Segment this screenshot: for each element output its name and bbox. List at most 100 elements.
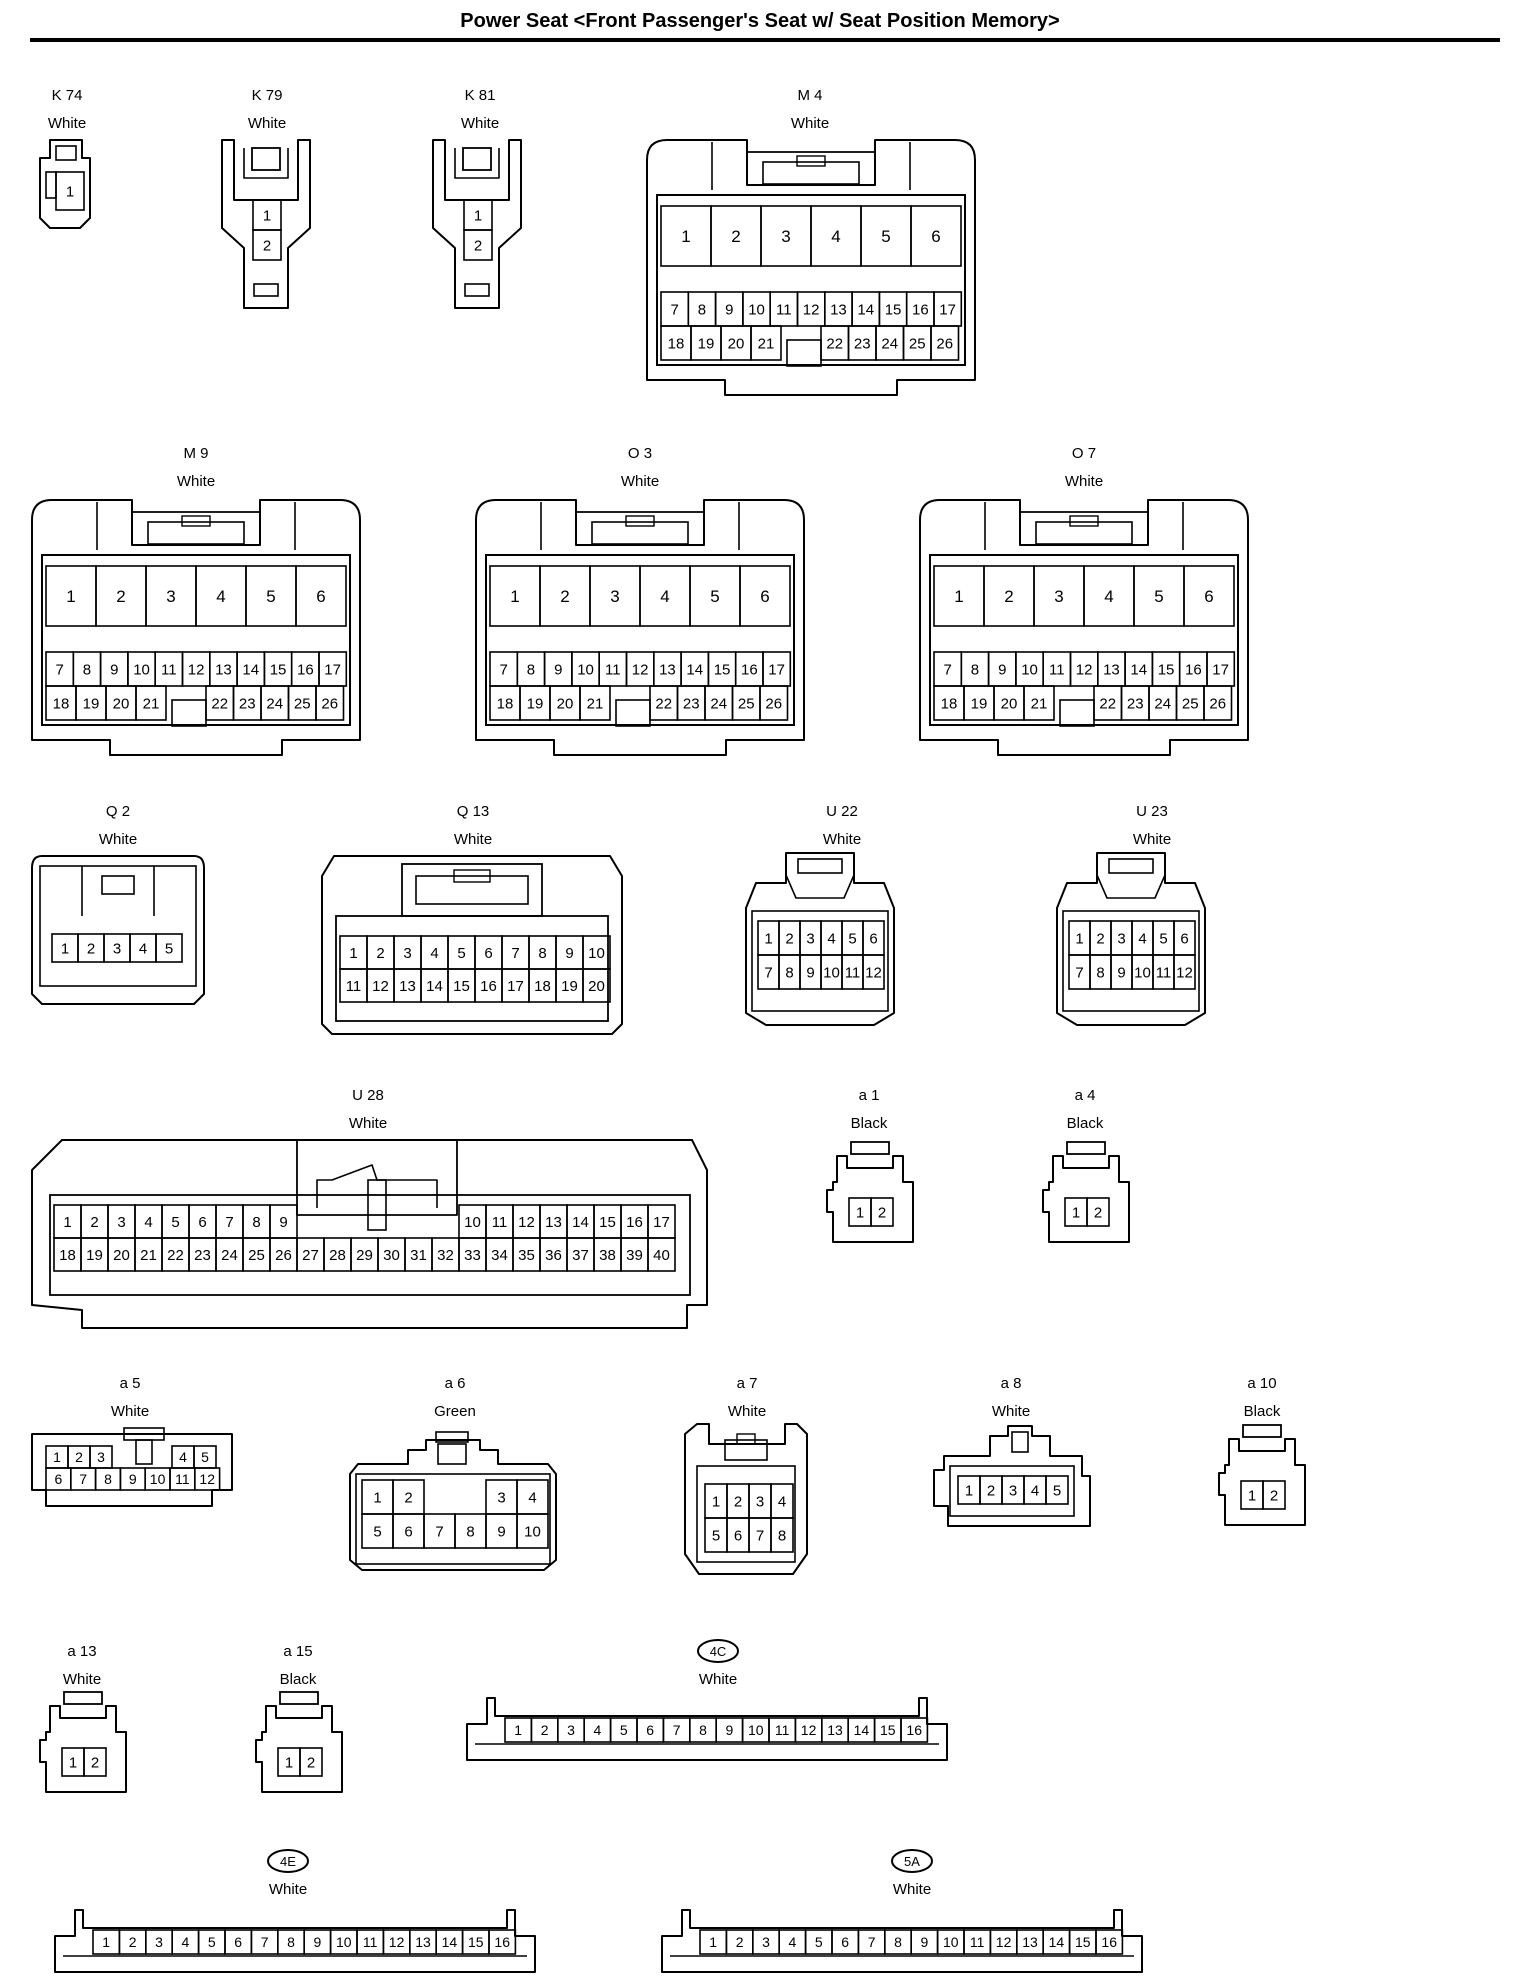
title-rule xyxy=(30,38,1500,42)
pin-number: 23 xyxy=(683,695,700,712)
pin-number: 2 xyxy=(1270,1487,1278,1504)
pin-number: 9 xyxy=(554,661,562,678)
pin-number: 16 xyxy=(480,978,497,995)
connector-code: a 5 xyxy=(120,1375,141,1392)
pin-number: 17 xyxy=(653,1214,670,1231)
pin-number: 22 xyxy=(826,335,843,352)
pin-number: 9 xyxy=(806,964,814,981)
connector-code: a 13 xyxy=(67,1643,96,1660)
latch xyxy=(762,161,860,185)
pin-number: 18 xyxy=(53,695,70,712)
pin-number: 1 xyxy=(1248,1487,1256,1504)
pin-number: 12 xyxy=(188,661,205,678)
pin-number: 15 xyxy=(270,661,287,678)
pin-number: 6 xyxy=(1180,930,1188,947)
pin-number: 23 xyxy=(239,695,256,712)
pin-cell xyxy=(463,229,493,261)
connector-color: Black xyxy=(1067,1115,1104,1132)
pin-cell xyxy=(750,325,782,361)
pin-cell xyxy=(135,685,167,721)
pin-number: 25 xyxy=(909,335,926,352)
inner-housing xyxy=(696,1465,796,1563)
pin-cell xyxy=(759,685,789,721)
connector-code: a 8 xyxy=(1001,1375,1022,1392)
pin-number: 22 xyxy=(1099,695,1116,712)
housing-outline xyxy=(684,1423,808,1575)
pin-field xyxy=(41,554,351,726)
latch-tab xyxy=(796,155,826,167)
pin-number: 3 xyxy=(166,587,175,606)
pin-number: 8 xyxy=(466,1523,474,1540)
housing-outline xyxy=(321,855,623,1035)
pin-number: 2 xyxy=(91,1754,99,1771)
pin-number: 25 xyxy=(294,695,311,712)
pin-number: 23 xyxy=(194,1247,211,1264)
keyway xyxy=(1059,699,1095,727)
connector-code: a 6 xyxy=(445,1375,466,1392)
pin-number: 1 xyxy=(712,1493,720,1510)
pin-number: 4 xyxy=(827,930,835,947)
pin-cell xyxy=(910,205,962,267)
connector-color: Black xyxy=(280,1671,317,1688)
connector-code: a 4 xyxy=(1075,1087,1096,1104)
latch-frame xyxy=(454,148,500,179)
pin-number: 35 xyxy=(518,1247,535,1264)
pin-number: 20 xyxy=(113,695,130,712)
pin-cell xyxy=(862,954,885,990)
pin-number: 18 xyxy=(59,1247,76,1264)
housing-outline xyxy=(39,139,91,229)
connector-color: White xyxy=(823,831,861,848)
latch xyxy=(1108,858,1154,874)
pin-number: 21 xyxy=(140,1247,157,1264)
pin-number: 2 xyxy=(474,237,482,254)
pin-number: 5 xyxy=(815,1934,823,1950)
pin-number: 10 xyxy=(150,1471,166,1487)
pin-cell xyxy=(299,1747,323,1777)
pin-number: 9 xyxy=(726,1722,734,1738)
pin-number: 6 xyxy=(841,1934,849,1950)
connector-color: White xyxy=(48,115,86,132)
housing-outline xyxy=(1218,1438,1306,1526)
pin-number: 30 xyxy=(383,1247,400,1264)
keyway xyxy=(615,699,651,727)
housing-outline xyxy=(31,855,205,1005)
pin-number: 1 xyxy=(373,1489,381,1506)
pin-number: 3 xyxy=(1009,1482,1017,1499)
pin-cell xyxy=(295,565,347,627)
pin-number: 19 xyxy=(527,695,544,712)
pin-number: 10 xyxy=(823,964,840,981)
pin-number: 4 xyxy=(1031,1482,1039,1499)
pin-number: 24 xyxy=(1154,695,1171,712)
pin-number: 11 xyxy=(845,964,861,981)
pin-number: 1 xyxy=(709,1934,717,1950)
connector-color: White xyxy=(791,115,829,132)
pin-number: 17 xyxy=(1212,661,1229,678)
pin-number: 1 xyxy=(66,183,74,200)
connector-code: a 7 xyxy=(737,1375,758,1392)
pin-number: 2 xyxy=(75,1449,83,1465)
pin-number: 20 xyxy=(113,1247,130,1264)
inner-housing xyxy=(39,865,197,987)
pin-cell xyxy=(55,171,85,211)
pin-number: 4 xyxy=(660,587,669,606)
pin-number: 4 xyxy=(144,1214,152,1231)
pin-number: 8 xyxy=(252,1214,260,1231)
latch xyxy=(316,1164,438,1208)
pin-number: 3 xyxy=(806,930,814,947)
pin-number: 16 xyxy=(626,1214,643,1231)
side-lock xyxy=(45,171,57,199)
pin-number: 15 xyxy=(880,1722,896,1738)
connector-code: a 15 xyxy=(283,1643,312,1660)
pin-number: 18 xyxy=(497,695,514,712)
pin-field xyxy=(656,194,966,366)
pin-number: 19 xyxy=(698,335,715,352)
pin-number: 5 xyxy=(201,1449,209,1465)
pin-number: 12 xyxy=(372,978,389,995)
pin-number: 14 xyxy=(1130,661,1147,678)
pin-cell xyxy=(870,1197,894,1227)
